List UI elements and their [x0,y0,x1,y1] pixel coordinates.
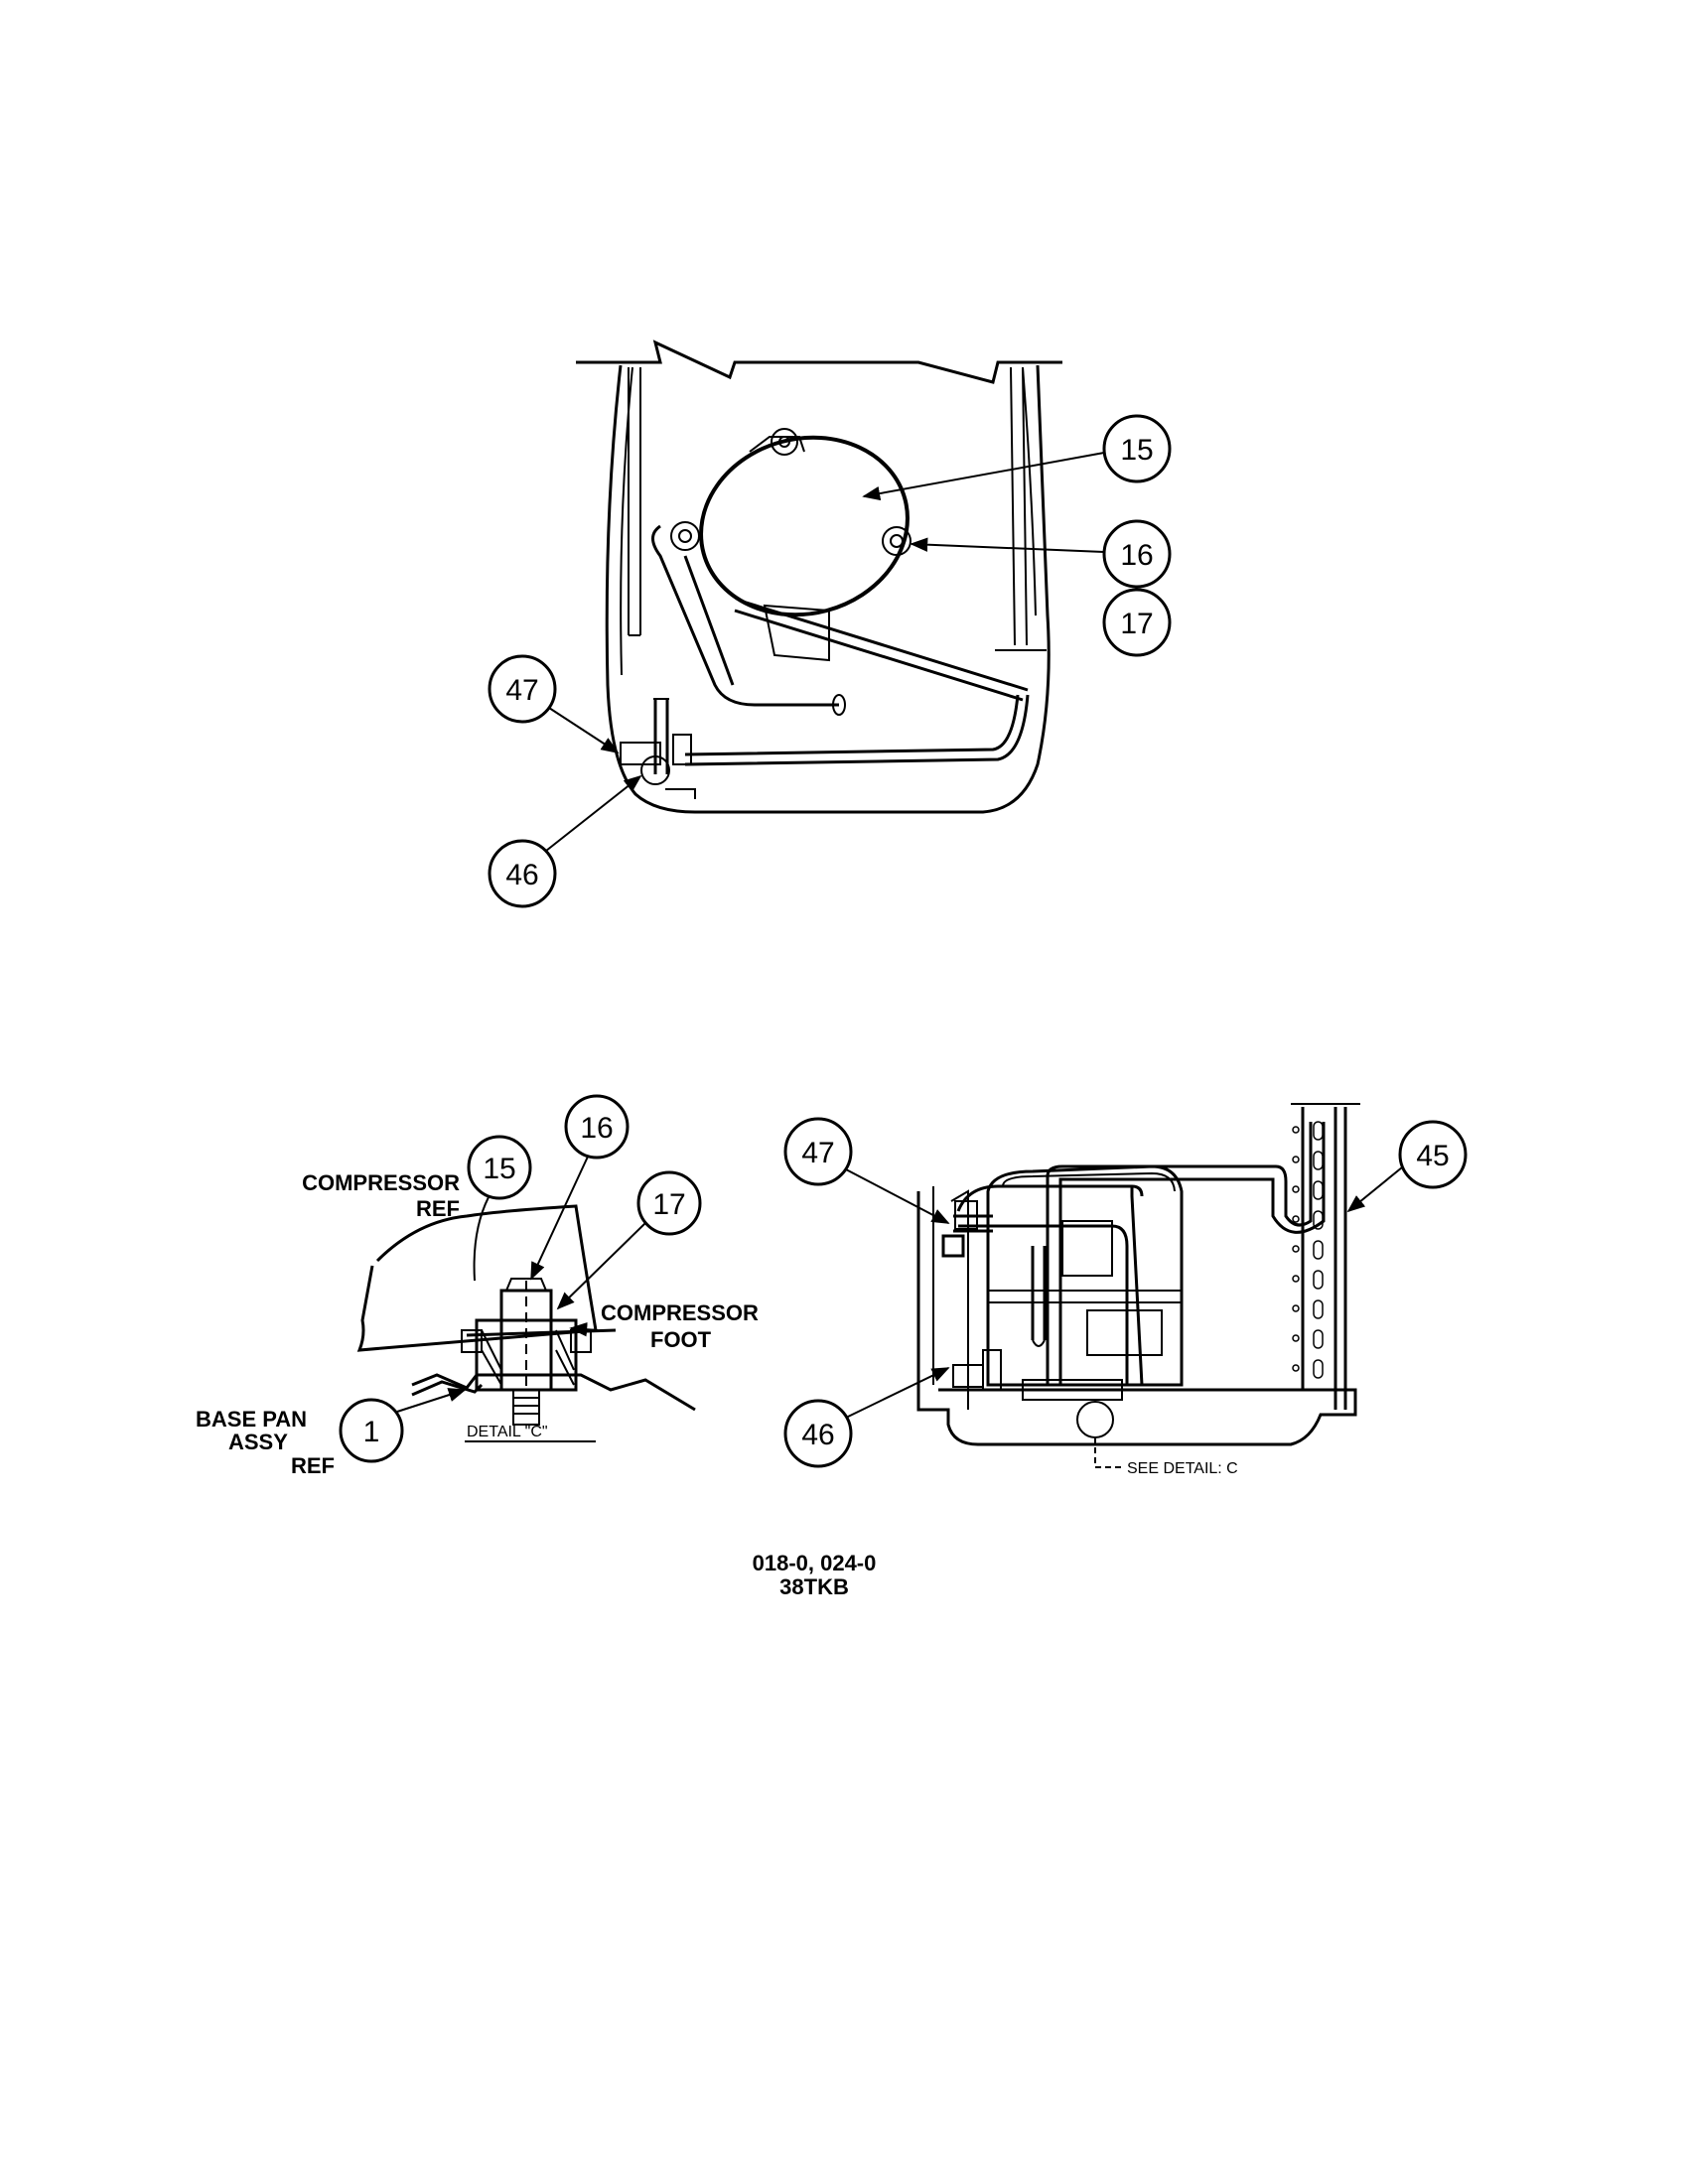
label-base-pan: BASE PAN [196,1407,307,1432]
svg-text:46: 46 [505,859,538,891]
svg-text:15: 15 [483,1153,515,1185]
svg-text:1: 1 [363,1416,380,1448]
leader-15-top [862,452,1105,501]
perforation-hole [1292,1334,1300,1342]
perforation-slot [1313,1240,1324,1260]
side-view-drawing [916,1103,1360,1446]
callout-16-detail: 16 [564,1094,630,1160]
perforation-slot [1313,1180,1324,1200]
leader-compressor-foot [569,1322,599,1337]
leader-47-top [548,707,620,753]
label-base-pan-assy: ASSY [228,1430,288,1454]
perforation-hole [1292,1215,1300,1223]
perforation-hole [1292,1304,1300,1312]
perforation-slot [1313,1121,1324,1141]
leader-17-detail [556,1222,646,1310]
perforation-slot [1313,1359,1324,1379]
leader-1-detail [396,1388,467,1413]
leader-16-detail [530,1156,589,1281]
callout-17-top: 17 [1102,588,1172,657]
see-detail-leader [1094,1437,1122,1468]
perforation-hole [1292,1275,1300,1283]
perforation-slot [1313,1329,1324,1349]
svg-text:47: 47 [801,1137,834,1169]
callout-47-side: 47 [783,1117,853,1186]
perforation-slot [1313,1270,1324,1290]
leader-16-top [910,537,1105,553]
caption-model-name: 38TKB [779,1574,849,1599]
callout-16-top: 16 [1102,519,1172,589]
callout-15-detail: 15 [467,1135,532,1200]
perforation-hole [1292,1245,1300,1253]
callout-46-top: 46 [488,839,557,908]
perforation-hole [1292,1126,1300,1134]
caption-model-codes: 018-0, 024-0 [753,1551,877,1575]
callout-1-detail: 1 [339,1398,404,1463]
top-view-drawing [576,340,1062,814]
svg-text:17: 17 [652,1188,685,1221]
callout-47-top: 47 [488,654,557,724]
callout-46-side: 46 [783,1399,853,1468]
leader-45-side [1346,1166,1403,1213]
perforation-hole [1292,1185,1300,1193]
perforation-slot [1313,1210,1324,1230]
svg-text:46: 46 [801,1419,834,1451]
perforation-hole [1292,1364,1300,1372]
svg-text:16: 16 [1120,539,1153,572]
perforation-hole [1292,1156,1300,1163]
callout-45-side: 45 [1398,1120,1468,1189]
see-detail-label: SEE DETAIL: C [1127,1460,1238,1477]
svg-text:15: 15 [1120,434,1153,467]
leader-46-side [845,1367,950,1419]
svg-text:17: 17 [1120,608,1153,640]
svg-text:16: 16 [580,1112,613,1145]
label-compressor-ref: COMPRESSOR [302,1170,460,1195]
detail-c-drawing [356,1204,696,1426]
svg-text:45: 45 [1416,1140,1449,1172]
leader-46-top [545,774,642,852]
label-compressor-foot-2: FOOT [650,1327,712,1352]
svg-text:47: 47 [505,674,538,707]
perforation-slot [1313,1299,1324,1319]
label-base-pan-ref: REF [291,1453,335,1478]
perforation-slot [1313,1151,1324,1170]
label-compressor-ref-2: REF [416,1196,460,1221]
label-compressor-foot: COMPRESSOR [601,1300,759,1325]
leader-47-side [845,1168,950,1224]
leader-15-detail [473,1196,490,1282]
side-wall-perforations [1292,1121,1324,1379]
callout-15-top: 15 [1102,414,1172,483]
detail-c-title: DETAIL "C" [467,1424,548,1440]
callout-17-detail: 17 [636,1170,702,1236]
